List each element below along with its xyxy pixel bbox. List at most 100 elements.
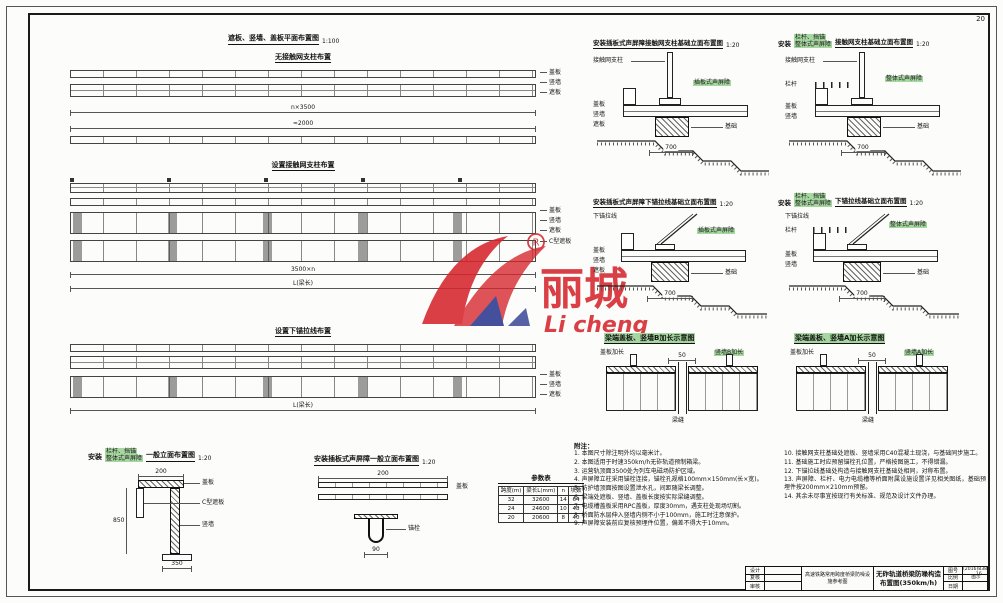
wall-base (162, 554, 192, 561)
anchor-cap (655, 244, 675, 250)
detail1-drawing: 接触网支柱 插板式声屏障 盖板 竖墙 遮板 基础 700 (593, 52, 773, 192)
expansion-gap (678, 362, 687, 414)
notes-title: 附注： (574, 442, 594, 450)
plan-strip (70, 84, 536, 97)
deck-slab (813, 250, 938, 262)
ground-profile (789, 140, 961, 176)
logo-blue-accent (470, 296, 504, 326)
plan-strip (70, 70, 536, 78)
dimension-line: 90 (364, 547, 388, 558)
scale-label: 比例 (944, 574, 963, 581)
barrier-rail (318, 494, 448, 500)
title-block-org: 高速铁路常用跨度桥梁防噪设施参考图 (802, 567, 874, 590)
detail3-title: 安装插板式声屏障下锚拉线基础立面布置图 1:20 (593, 198, 733, 208)
anchor-cap (847, 244, 867, 250)
detail2-title: 安装 栏杆、挡锚 整体式声屏障 接触网支柱基础立面布置图 1:20 (778, 34, 930, 49)
dimension-line: 700 (839, 291, 885, 302)
dimension-text: L(梁长) (290, 402, 316, 409)
elevation1-title: 安装 栏杆、挡锚 整体式声屏障 一般立面布置图 1:20 (88, 448, 212, 463)
review-label: 审核 (746, 582, 765, 590)
table-header-row: 跨度(m) 梁长L(mm) n 块数 (497, 485, 584, 497)
note-item: 1. 本图尺寸除注明外均以毫米计。 (574, 450, 666, 457)
plan-strip (70, 198, 536, 206)
table-row: 20 20600 8 40 (497, 513, 584, 524)
title-block-signatures: 设计 复核 审核 (746, 567, 802, 590)
detail4-drawing: 下锚拉线 整体式声屏障 栏杆 盖板 竖墙 基础 700 (785, 212, 965, 330)
detail2-drawing: 接触网支柱 整体式声屏障 栏杆 盖板 竖墙 基础 700 (785, 52, 965, 192)
dimension-line: 700 (649, 145, 693, 156)
note-item: 7. 电缆槽盖板采用RPC盖板，厚度30mm，遇支柱处现场切割。 (574, 502, 745, 510)
detail3-drawing: 下锚拉线 插板式声屏障 盖板 竖墙 遮板 基础 700 (593, 212, 773, 330)
note-item: 3. 运营轨顶面3500处为列车电磁场防护区域。 (574, 467, 699, 475)
detail1-title: 安装插板式声屏障接触网支柱基础立面布置图 1:20 (593, 39, 740, 49)
note-item: 4. 声屏障立柱采用锚栓连接，锚栓孔规格100mm×150mm(长×宽)。 (574, 476, 763, 484)
beam-end-a-title: 梁端盖板、竖墙A加长示意图 (794, 333, 886, 344)
dimension-line: L(梁长) (70, 403, 536, 414)
dimension-line: 200 (318, 471, 448, 482)
elevation1-drawing: 200 850 350 盖板 C型遮板 竖墙 (80, 468, 290, 578)
railing (813, 227, 853, 233)
foundation-block (843, 262, 881, 282)
org-line: 高速铁路常用跨度桥梁防噪设施参考图 (804, 572, 870, 585)
beam-half (878, 373, 948, 411)
deck-slab (815, 105, 940, 117)
u-bolt (368, 519, 384, 543)
plan-group2-title: 设置接触网支柱布置 (271, 161, 335, 171)
railing (815, 82, 855, 88)
logo-blue-accent-small (508, 308, 530, 326)
plan-strip (70, 136, 536, 144)
drawing-no-label: 图号 (944, 567, 963, 574)
beam-end-b-drawing: 盖板加长 竖墙B加长 50 梁缝 (598, 348, 766, 436)
plan-group1-title: 无接触网支柱布置 (275, 53, 331, 63)
dimension-line: 50 (668, 353, 696, 364)
barrier-type-tag: 整体式声屏障 (885, 75, 924, 82)
elevation2-title: 安装插板式声屏障一般立面布置图 1:20 (314, 455, 436, 466)
dimension-text: 3500×n (288, 266, 318, 273)
plan-group3-title: 设置下锚拉线布置 (275, 327, 331, 337)
barrier-rail (318, 482, 448, 488)
dimension-text: L(梁长) (290, 280, 316, 287)
drawing-no-value: 通桥(2016)8389A-16 (963, 567, 989, 575)
strip-labels-group3: 盖板 竖墙 遮板 (540, 370, 561, 401)
deck-slab (623, 105, 748, 117)
page-number: 20 (976, 15, 985, 23)
barrier-type-tag: 插板式声屏障 (697, 227, 736, 234)
note-item: 8. 桥面防水层伸入竖墙内侧不小于100mm，施工时注意保护。 (574, 511, 743, 519)
beam-end-a-drawing: 盖板加长 竖墙A加长 50 梁缝 (788, 348, 956, 436)
dimension-text: n×3500 (288, 104, 318, 111)
title-block-main: 无砟轨道桥梁防噪构造布置图(350km/h) (874, 567, 944, 590)
post-cap (851, 98, 873, 105)
dimension-line: n×3500 (70, 105, 536, 116)
cover-plate (688, 366, 758, 373)
foundation-block (655, 117, 689, 137)
dimension-line: 700 (647, 291, 693, 302)
shield-plate (813, 233, 826, 250)
parameter-table: 跨度(m) 梁长L(mm) n 块数 32 32600 14 64 24 246… (497, 485, 584, 524)
plan-scale: 1:100 (322, 38, 340, 45)
note-item: 13. 声屏障、栏杆、电力电缆槽等桥面附属设施设置详见相关图纸，基础预埋件按20… (784, 476, 986, 492)
plan-strip (70, 344, 536, 352)
note-item: 6. 梁端处遮板、竖墙、盖板长度按实际梁缝调整。 (574, 493, 708, 501)
shield-plate (621, 233, 634, 250)
plan-title-text: 遮板、竖墙、盖板平面布置图 (228, 33, 319, 45)
anchor-guy-wire (656, 213, 698, 245)
wall-stub (630, 354, 637, 366)
anchor-plate (354, 514, 398, 519)
scale-value: 图示 (971, 574, 981, 580)
check-label: 复核 (746, 574, 765, 581)
c-shield-plate (136, 488, 144, 518)
plan-strip (70, 212, 536, 234)
detail4-title: 安装 栏杆、挡锚 整体式声屏障 下锚拉线基础立面布置图 1:20 (778, 193, 923, 208)
note-item: 10. 接触网支柱基础处遮板、竖墙采用C40混凝土现浇，与基础同步施工。 (784, 450, 982, 457)
title-block: 设计 复核 审核 高速铁路常用跨度桥梁防噪设施参考图 无砟轨道桥梁防噪构造布置图… (745, 566, 989, 591)
beam-half (796, 373, 866, 411)
catenary-post (859, 52, 865, 98)
note-item: 11. 基础施工时应预留锚栓孔位置，严格按图施工，不得错漏。 (784, 458, 952, 466)
cover-plate (878, 366, 948, 373)
cover-plate (606, 366, 676, 373)
wall-stub (726, 354, 733, 366)
beam-end-b-title: 梁端盖板、竖墙B加长示意图 (604, 333, 696, 344)
dimension-text: ≈2000 (290, 120, 316, 127)
note-item: 9. 声屏障安装前应复核预埋件位置，偏差不得大于10mm。 (574, 520, 733, 528)
table-row: 24 24600 10 48 (497, 504, 584, 515)
